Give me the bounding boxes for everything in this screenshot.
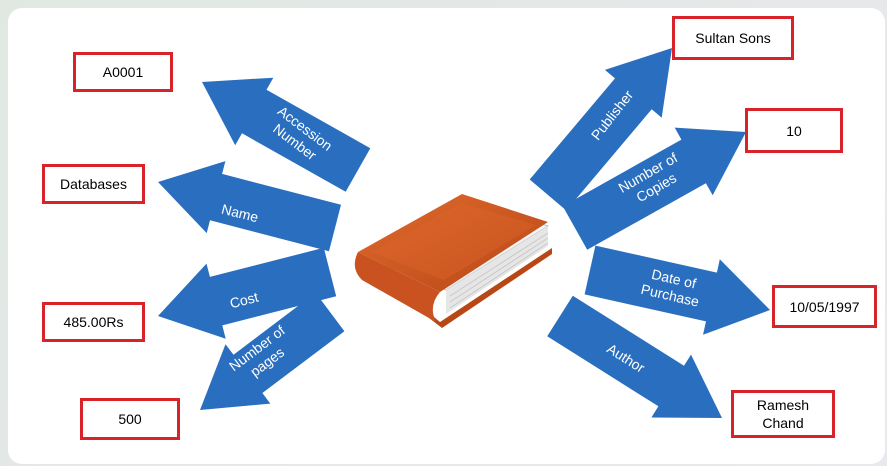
arrow-name xyxy=(158,161,341,252)
value-box-accession-number: A0001 xyxy=(73,52,173,92)
arrow-accession-number xyxy=(202,77,371,192)
arrow-author xyxy=(547,295,722,418)
arrow-number-of-copies xyxy=(562,127,746,250)
value-box-number-of-pages: 500 xyxy=(80,398,180,440)
arrow-date-of-purchase xyxy=(584,245,770,335)
value-box-author: Ramesh Chand xyxy=(731,390,835,438)
arrow-publisher xyxy=(529,48,672,211)
value-box-date-of-purchase: 10/05/1997 xyxy=(772,285,877,328)
arrow-label-cost: Cost xyxy=(228,289,260,312)
value-box-number-of-copies: 10 xyxy=(745,108,843,153)
value-box-publisher: Sultan Sons xyxy=(672,16,794,60)
arrow-cost xyxy=(158,247,337,339)
arrow-number-of-pages xyxy=(200,292,345,410)
book-icon xyxy=(354,194,552,328)
value-box-name: Databases xyxy=(42,164,145,204)
value-box-cost: 485.00Rs xyxy=(42,302,145,342)
